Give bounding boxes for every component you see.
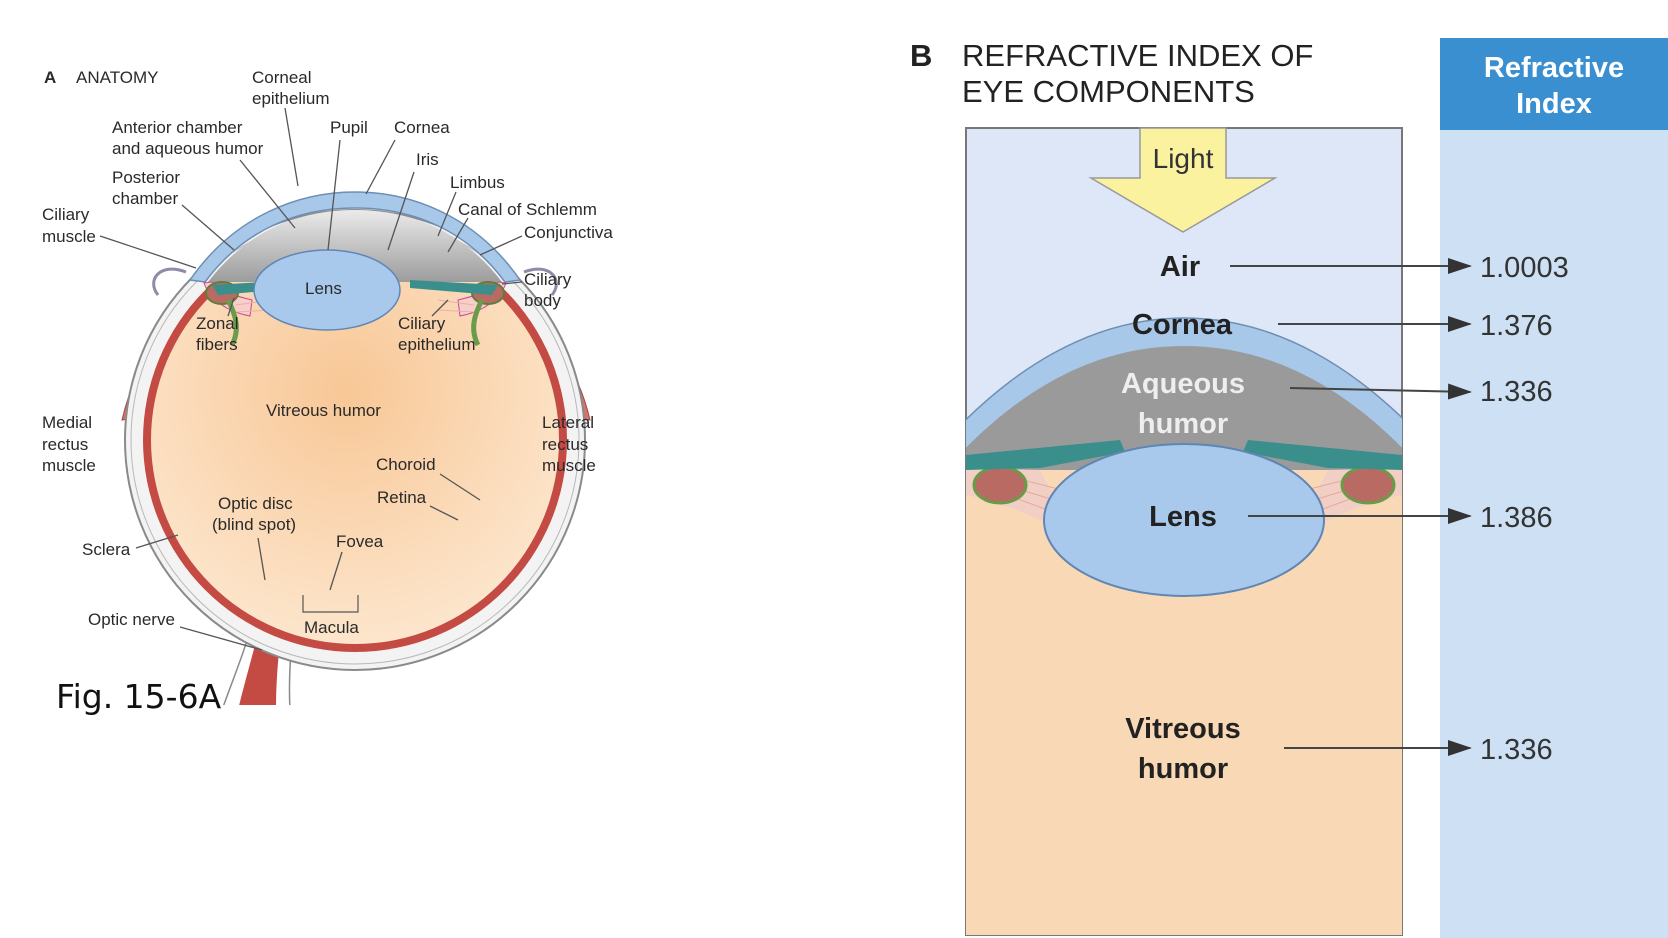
iris-right-b xyxy=(1243,440,1402,470)
air-index-value: 1.0003 xyxy=(1480,252,1569,284)
aqueous-humor-area xyxy=(966,346,1402,500)
lens-index-value: 1.386 xyxy=(1480,502,1553,534)
panel-b-title-line-1: REFRACTIVE INDEX OF xyxy=(962,38,1313,73)
lens-label-a: Lens xyxy=(305,279,342,298)
conjunctiva-label: Conjunctiva xyxy=(524,223,613,242)
aqueous-index-value: 1.336 xyxy=(1480,376,1553,408)
cornea-label-b: Cornea xyxy=(1132,309,1233,341)
aqueous-label-1: Aqueous xyxy=(1121,368,1245,400)
lateral-rectus-label-1: Lateral xyxy=(542,413,594,432)
light-label: Light xyxy=(1153,143,1214,174)
anterior-chamber-label-1: Anterior chamber xyxy=(112,118,243,137)
medial-rectus-label-3: muscle xyxy=(42,456,96,475)
lens-a xyxy=(253,249,401,331)
zonal-fibers-label-1: Zonal xyxy=(196,314,239,333)
vitreous-label-2: humor xyxy=(1138,753,1228,785)
lateral-rectus-label-3: muscle xyxy=(542,456,596,475)
vitreous-index-value: 1.336 xyxy=(1480,734,1553,766)
retina-label: Retina xyxy=(377,488,427,507)
figure-caption: Fig. 15-6A xyxy=(56,677,222,716)
panel-a-title: ANATOMY xyxy=(76,68,159,87)
choroid-label: Choroid xyxy=(376,455,436,474)
index-column xyxy=(1440,130,1668,938)
aqueous-arrow xyxy=(1289,383,1472,400)
ciliary-body-label-2: body xyxy=(524,291,561,310)
ciliary-muscle-label-2: muscle xyxy=(42,227,96,246)
zonal-fibers-label-2: fibers xyxy=(196,335,238,354)
index-header-line-1: Refractive xyxy=(1484,52,1624,84)
index-header-line-2: Index xyxy=(1516,88,1592,120)
panel-b-letter: B xyxy=(910,38,932,73)
ciliary-body-label-1: Ciliary xyxy=(524,270,572,289)
posterior-chamber-label-2: chamber xyxy=(112,189,178,208)
vitreous-humor-label-a: Vitreous humor xyxy=(266,401,381,420)
corneal-epithelium-label-1: Corneal xyxy=(252,68,312,87)
air-label: Air xyxy=(1160,251,1200,283)
index-column-header xyxy=(1440,38,1668,130)
pupil-label: Pupil xyxy=(330,118,368,137)
ciliary-epithelium-label-1: Ciliary xyxy=(398,314,446,333)
iris-right xyxy=(410,280,498,295)
panel-a-anatomy: A ANATOMY Corneal epithelium Anterior ch… xyxy=(42,68,613,716)
cornea-label: Cornea xyxy=(394,118,450,137)
panel-b-refractive-index: B REFRACTIVE INDEX OF EYE COMPONENTS Ref… xyxy=(910,38,1668,938)
canal-of-schlemm-label: Canal of Schlemm xyxy=(458,200,597,219)
iris-label: Iris xyxy=(416,150,439,169)
fovea-label: Fovea xyxy=(336,532,384,551)
corneal-epithelium-label-2: epithelium xyxy=(252,89,330,108)
macula-label: Macula xyxy=(304,618,359,637)
lens-label-b: Lens xyxy=(1149,501,1217,533)
limbus-label: Limbus xyxy=(450,173,505,192)
aqueous-label-2: humor xyxy=(1138,408,1228,440)
cornea-shape xyxy=(188,191,522,283)
cornea-index-value: 1.376 xyxy=(1480,310,1553,342)
optic-nerve-label: Optic nerve xyxy=(88,610,175,629)
iris-left-b xyxy=(966,440,1125,470)
ciliary-muscle-label-1: Ciliary xyxy=(42,205,90,224)
light-arrow xyxy=(1088,127,1278,233)
medial-rectus-label-1: Medial xyxy=(42,413,92,432)
optic-disc-label-2: (blind spot) xyxy=(212,515,296,534)
lens-b xyxy=(1043,443,1325,597)
panel-b-title-line-2: EYE COMPONENTS xyxy=(962,74,1255,109)
vitreous-label-1: Vitreous xyxy=(1125,713,1241,745)
lateral-rectus-label-2: rectus xyxy=(542,435,588,454)
ciliary-epithelium-label-2: epithelium xyxy=(398,335,476,354)
optic-disc-label-1: Optic disc xyxy=(218,494,293,513)
vitreous-humor-body xyxy=(151,236,559,644)
posterior-chamber-label-1: Posterior xyxy=(112,168,180,187)
medial-rectus-label-2: rectus xyxy=(42,435,88,454)
panel-a-letter: A xyxy=(44,68,56,87)
sclera-label: Sclera xyxy=(82,540,131,559)
anterior-chamber-label-2: and aqueous humor xyxy=(112,139,264,158)
